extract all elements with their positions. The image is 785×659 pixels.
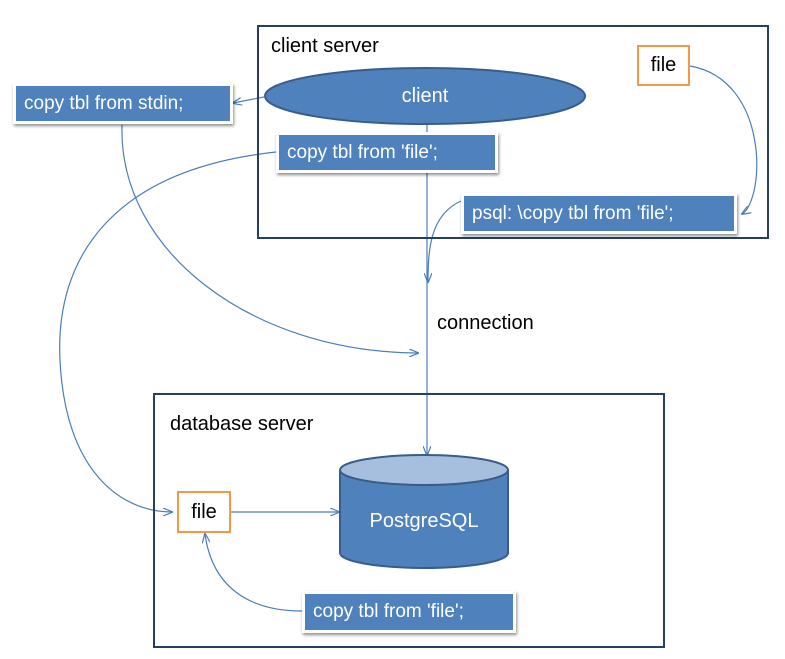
arrow-psql-to-connection (428, 200, 462, 282)
client-copy-from-file: copy tbl from 'file'; (276, 132, 498, 173)
postgres-label: PostgreSQL (369, 510, 479, 532)
arrow-dbcopy-to-file (205, 534, 303, 612)
database-server-label: database server (170, 413, 314, 435)
client-server-label: client server (271, 35, 379, 57)
client-server-frame (257, 25, 769, 239)
client-file: file (637, 45, 690, 86)
arrow-file-to-psql (689, 65, 758, 214)
copy-from-stdin: copy tbl from stdin; (13, 83, 233, 124)
database-server-frame (153, 393, 665, 648)
arrow-stdin-to-connection (121, 124, 418, 353)
client-label: client (401, 85, 449, 107)
postgres-cylinder (339, 454, 509, 569)
arrow-copy-to-db-file (59, 151, 277, 512)
psql-copy-command: psql: \copy tbl from 'file'; (461, 193, 737, 234)
client-ellipse (264, 67, 586, 125)
connection-label: connection (437, 312, 534, 334)
db-file: file (177, 491, 231, 533)
db-copy-from-file: copy tbl from 'file'; (302, 591, 516, 633)
